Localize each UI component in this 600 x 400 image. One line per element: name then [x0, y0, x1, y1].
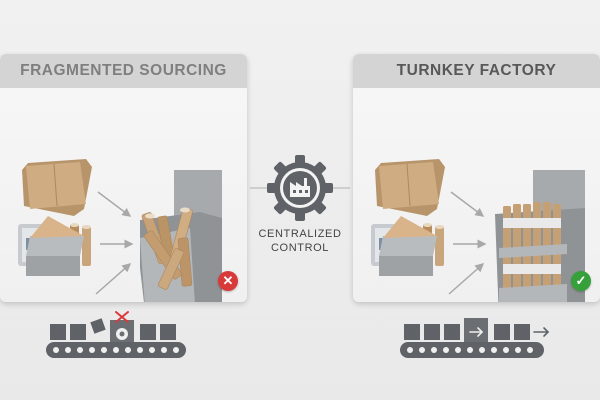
centralized-control-label: CENTRALIZED CONTROL — [252, 227, 348, 255]
centralized-control-connector — [250, 155, 350, 221]
label-line-1: CENTRALIZED — [258, 228, 342, 240]
gray-tray-icon — [379, 216, 437, 276]
flat-cardboard-icon — [375, 159, 445, 216]
panel-title: FRAGMENTED SOURCING — [0, 54, 247, 88]
panel-title: TURNKEY FACTORY — [353, 54, 600, 88]
organized-display-stand-icon — [495, 170, 585, 302]
broken-conveyor-icon — [46, 311, 186, 358]
turnkey-factory-illustration — [371, 159, 585, 302]
messy-display-stand-icon — [140, 170, 222, 302]
pass-check-icon: ✓ — [571, 271, 591, 291]
fragmented-sourcing-panel: FRAGMENTED SOURCING — [0, 54, 247, 302]
exit-arrow-icon — [533, 327, 550, 337]
fragmented-sourcing-illustration — [18, 159, 222, 302]
alert-x-icon — [115, 311, 129, 323]
flat-cardboard-icon — [22, 159, 92, 216]
arrow-right-icon — [469, 327, 484, 337]
fail-x-icon: ✕ — [218, 271, 238, 291]
smooth-conveyor-icon — [400, 318, 550, 358]
label-line-2: CONTROL — [271, 242, 329, 254]
turnkey-factory-panel: TURNKEY FACTORY — [353, 54, 600, 302]
small-gear-icon — [116, 328, 128, 340]
gray-tray-icon — [26, 216, 84, 276]
factory-gear-icon — [267, 155, 333, 221]
